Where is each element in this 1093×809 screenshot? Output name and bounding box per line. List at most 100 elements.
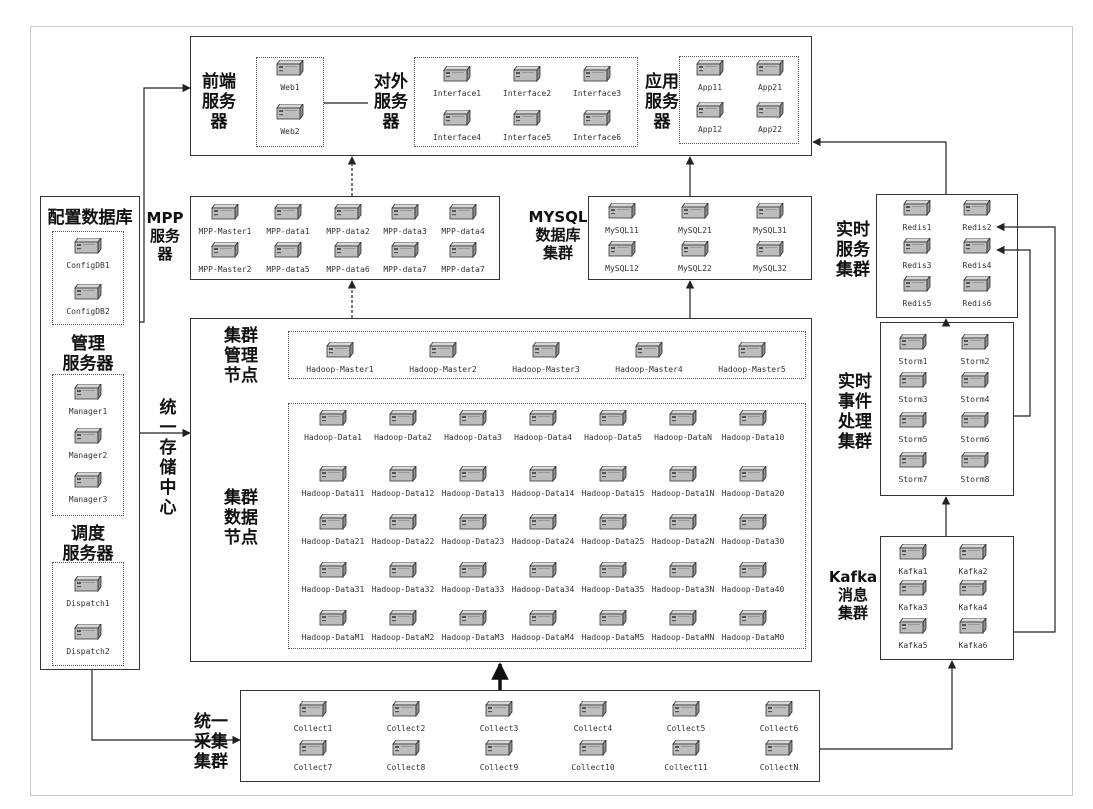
server-node-storm: Storm6 [938, 410, 1012, 445]
server-node-collect: Collect11 [649, 738, 723, 773]
server-node-label: Hadoop-Master4 [615, 365, 683, 374]
server-node-label: MPP-Master2 [198, 265, 252, 274]
server-icon [274, 202, 302, 221]
server-node-label: Interface2 [502, 89, 552, 98]
interface-group [414, 57, 638, 147]
server-node-label: Collect7 [293, 763, 333, 772]
server-node-label: Kafka5 [898, 641, 928, 650]
server-icon [389, 608, 417, 627]
server-icon [274, 240, 302, 259]
server-node-redis: Redis2 [940, 198, 1014, 233]
server-icon [429, 340, 457, 359]
server-icon [669, 464, 697, 483]
server-node-label: MPP-data7 [383, 265, 427, 274]
server-node-label: Kafka6 [958, 641, 988, 650]
server-node-mpp: MPP-data2 [311, 202, 385, 237]
server-icon [74, 574, 102, 593]
server-node-manager: Manager3 [51, 470, 125, 505]
cluster-data-title: 集群 数据 节点 [224, 488, 258, 548]
server-icon [391, 202, 419, 221]
server-node-label: Hadoop-Data22 [371, 537, 435, 546]
server-node-label: Hadoop-Data15 [581, 489, 645, 498]
server-node-collect: Collect10 [556, 738, 630, 773]
server-icon [599, 560, 627, 579]
server-node-hadoop_data: Hadoop-Data30 [716, 512, 790, 547]
server-node-interface: Interface4 [420, 108, 494, 143]
server-node-label: Hadoop-Data2 [374, 433, 432, 442]
server-node-redis: Redis6 [940, 274, 1014, 309]
server-node-label: Hadoop-Data11 [301, 489, 365, 498]
server-node-label: MPP-data5 [266, 265, 310, 274]
server-node-label: Web1 [280, 83, 300, 92]
server-node-label: App21 [757, 83, 783, 92]
config-db-title: 配置数据库 [47, 208, 133, 228]
server-icon [963, 236, 991, 255]
server-node-config_db: ConfigDB2 [51, 282, 125, 317]
server-icon [334, 202, 362, 221]
server-node-label: MPP-data1 [266, 227, 310, 236]
server-node-interface: Interface2 [490, 64, 564, 99]
server-node-label: Collect2 [386, 724, 426, 733]
server-node-web: Web1 [253, 58, 327, 93]
server-icon [459, 464, 487, 483]
server-node-label: Hadoop-Data2N [651, 537, 715, 546]
server-node-collect: Collect6 [742, 699, 816, 734]
server-node-label: Kafka3 [898, 603, 928, 612]
server-node-label: Hadoop-Data25 [581, 537, 645, 546]
server-node-label: Hadoop-Data23 [441, 537, 505, 546]
server-icon [529, 408, 557, 427]
server-node-hadoop_data: Hadoop-Data21 [296, 512, 370, 547]
server-icon [899, 542, 927, 561]
server-node-label: Hadoop-Master2 [409, 365, 477, 374]
server-node-dispatch: Dispatch2 [51, 622, 125, 657]
server-node-hadoop_data: Hadoop-Data22 [366, 512, 440, 547]
server-node-label: MySQL12 [605, 264, 639, 273]
server-node-mpp: MPP-data6 [311, 240, 385, 275]
server-icon [899, 370, 927, 389]
server-node-hadoop_data: Hadoop-Data25 [576, 512, 650, 547]
server-node-kafka: Kafka5 [876, 616, 950, 651]
server-node-label: Collect5 [666, 724, 706, 733]
server-node-label: Hadoop-DataMN [651, 633, 715, 642]
server-node-hadoop_data: Hadoop-DataM2 [366, 608, 440, 643]
server-node-hadoop_data: Hadoop-Data2N [646, 512, 720, 547]
server-icon [299, 738, 327, 757]
server-node-label: Hadoop-Data3 [444, 433, 502, 442]
server-node-label: Manager1 [68, 407, 108, 416]
server-node-manager: Manager2 [51, 426, 125, 461]
server-node-hadoop_data: Hadoop-Data24 [506, 512, 580, 547]
server-icon [529, 512, 557, 531]
cluster-data-group [288, 403, 806, 649]
server-icon [211, 202, 239, 221]
server-node-label: Storm2 [960, 357, 990, 366]
server-node-mpp: MPP-data4 [426, 202, 500, 237]
server-node-label: Redis1 [902, 223, 932, 232]
server-icon [583, 108, 611, 127]
server-node-label: Redis5 [902, 299, 932, 308]
server-icon [334, 240, 362, 259]
server-icon [389, 464, 417, 483]
server-node-label: MPP-data7 [441, 265, 485, 274]
server-icon [672, 699, 700, 718]
server-node-hadoop_data: Hadoop-Data13 [436, 464, 510, 499]
server-node-label: Hadoop-Master1 [306, 365, 374, 374]
collect-cluster-title: 统一 采集 集群 [194, 712, 228, 772]
server-node-label: Interface1 [432, 89, 482, 98]
server-node-label: App22 [757, 125, 783, 134]
server-icon [738, 340, 766, 359]
server-node-storm: Storm8 [938, 450, 1012, 485]
server-node-mysql: MySQL11 [585, 201, 659, 236]
server-node-hadoop_data: Hadoop-DataMN [646, 608, 720, 643]
cluster-mgmt-group [288, 331, 806, 379]
server-icon [513, 108, 541, 127]
server-node-label: Collect11 [664, 763, 708, 772]
server-node-app: App11 [673, 58, 747, 93]
server-icon [579, 699, 607, 718]
server-node-label: ConfigDB1 [66, 261, 110, 270]
server-icon [739, 560, 767, 579]
server-node-label: Kafka4 [958, 603, 988, 612]
server-icon [599, 608, 627, 627]
app-server-title: 应用 服务 器 [645, 72, 679, 132]
server-node-kafka: Kafka1 [876, 542, 950, 577]
server-icon [319, 560, 347, 579]
